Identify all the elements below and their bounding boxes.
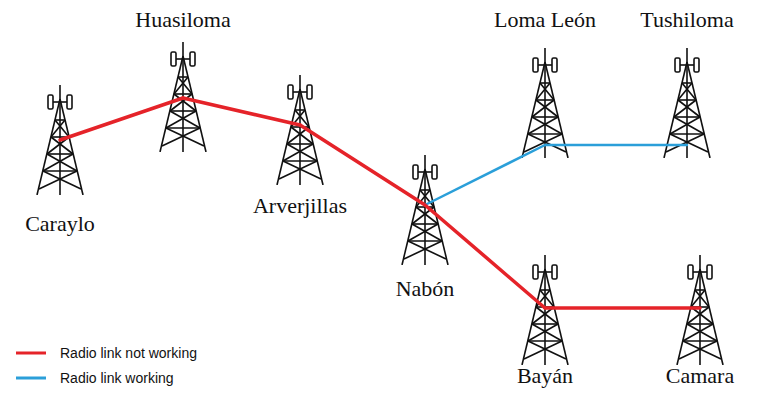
tower-icon <box>402 155 448 265</box>
legend-text: Radio link not working <box>60 345 197 361</box>
tower-name: Caraylo <box>25 212 95 236</box>
radio-tower: Camara <box>675 255 725 365</box>
tower-name: Bayán <box>517 364 573 388</box>
tower-icon <box>677 255 723 365</box>
radio-tower: Bayán <box>520 255 570 365</box>
radio-tower: Nabón <box>400 155 450 265</box>
tower-icon <box>664 48 710 158</box>
tower-name: Camara <box>666 364 734 388</box>
radio-link <box>545 144 687 147</box>
tower-icon <box>522 255 568 365</box>
radio-tower: Loma León <box>520 48 570 158</box>
tower-name: Nabón <box>396 277 455 301</box>
radio-link <box>60 98 183 140</box>
radio-tower: Arverjillas <box>275 75 325 185</box>
radio-link <box>545 306 700 310</box>
tower-icon <box>522 48 568 158</box>
radio-link <box>425 145 545 205</box>
radio-link <box>300 125 425 205</box>
legend-row: Radio link working <box>14 365 197 390</box>
radio-link <box>183 98 300 125</box>
tower-name: Loma León <box>494 8 596 32</box>
legend: Radio link not workingRadio link working <box>14 340 197 390</box>
legend-text: Radio link working <box>60 370 174 386</box>
tower-name: Tushiloma <box>640 8 733 32</box>
tower-name: Huasiloma <box>135 8 230 32</box>
radio-tower: Tushiloma <box>662 48 712 158</box>
legend-row: Radio link not working <box>14 340 197 365</box>
tower-name: Arverjillas <box>253 194 347 218</box>
tower-icon <box>277 75 323 185</box>
legend-line-sample <box>14 348 48 358</box>
radio-tower: Caraylo <box>35 85 85 195</box>
radio-tower: Huasiloma <box>158 42 208 152</box>
legend-line-sample <box>14 373 48 383</box>
